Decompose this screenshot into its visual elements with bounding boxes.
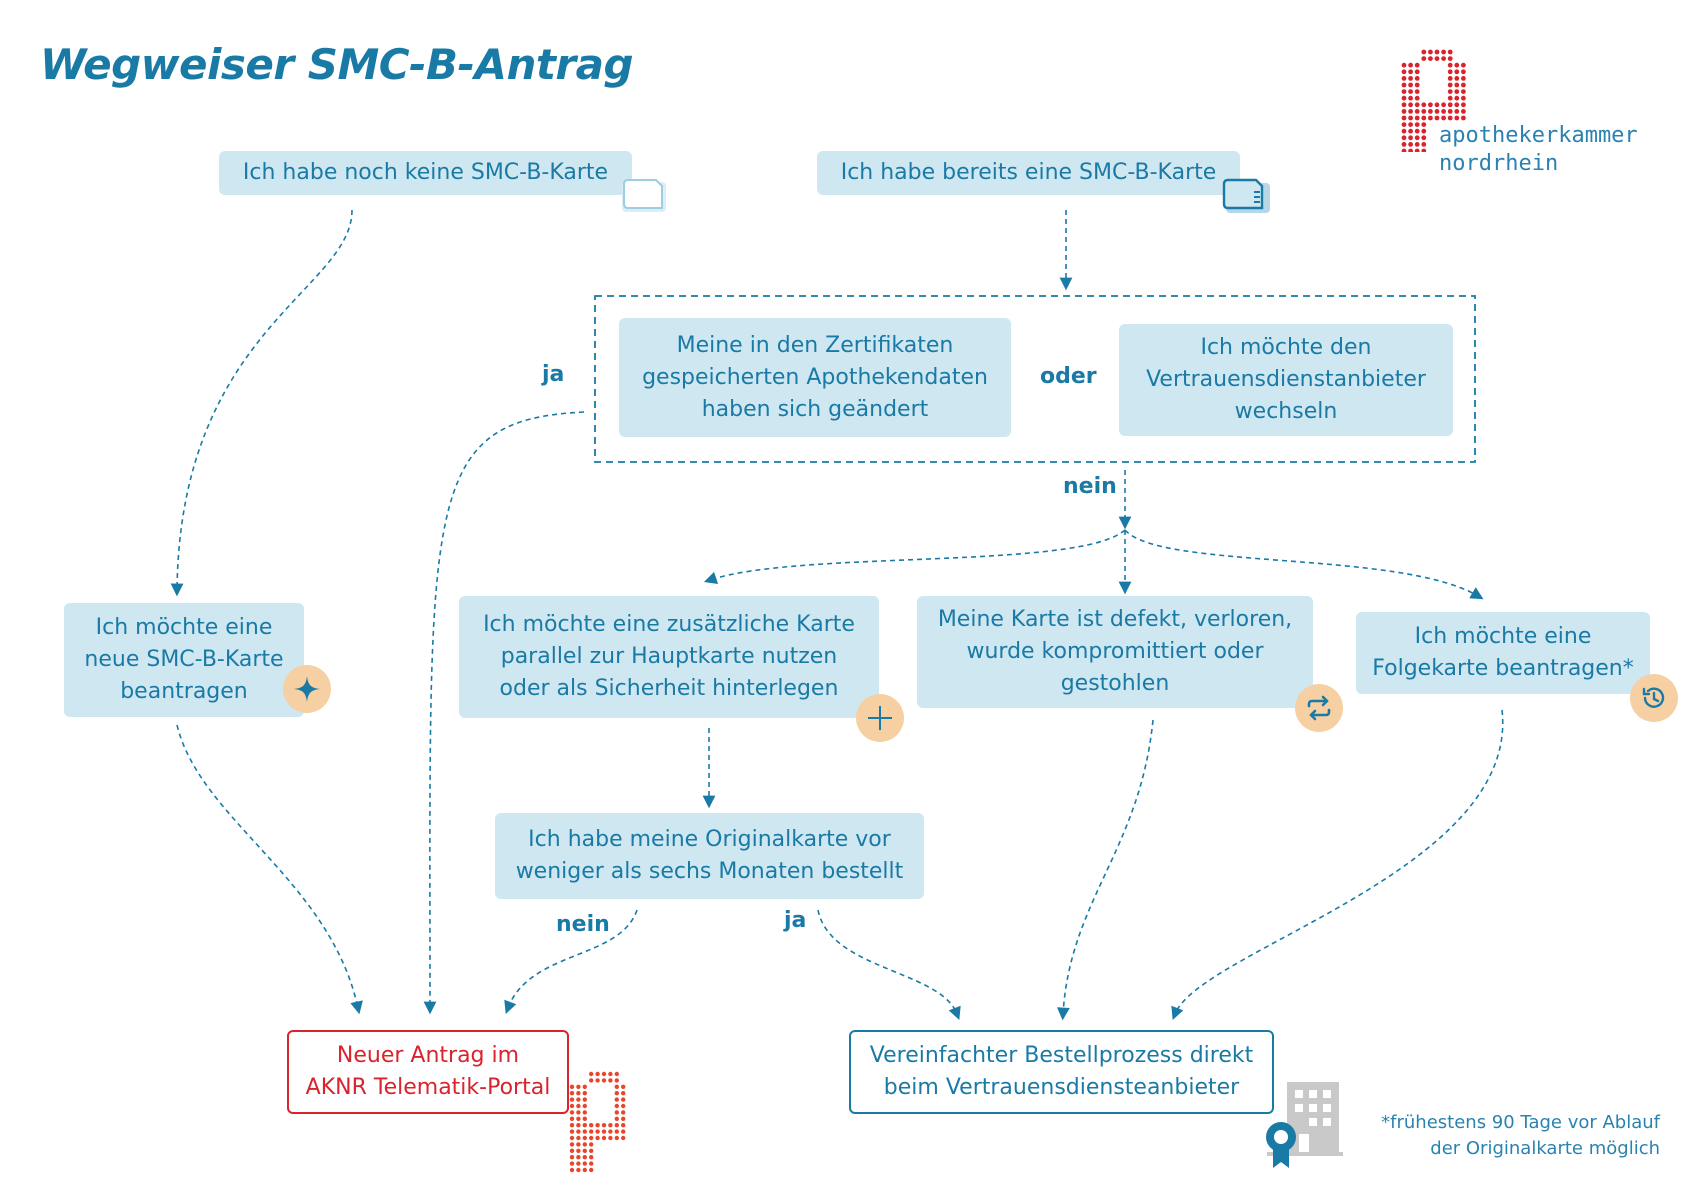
aknr-logo-small-icon [569,1071,626,1173]
footnote: *frühestens 90 Tage vor Ablauf der Origi… [1381,1110,1660,1162]
footnote-line-2: der Originalkarte möglich [1430,1138,1660,1159]
option-additional-card: Ich möchte eine zusätzliche Karte parall… [459,596,879,718]
swap-icon [1295,684,1343,732]
history-icon [1630,674,1678,722]
question-option-a: Meine in den Zertifikaten gespeicherten … [619,318,1011,437]
sub-question-yes-label: ja [784,908,807,933]
card-chip-icon [1222,178,1270,213]
start-has-card: Ich habe bereits eine SMC-B-Karte [817,151,1240,195]
outcome-vda: Vereinfachter Bestellprozess direkt beim… [849,1030,1274,1114]
building-certificate-icon [1266,1082,1343,1168]
question-no-label: nein [1063,474,1117,499]
option-defect-card: Meine Karte ist defekt, verloren, wurde … [917,596,1313,708]
sub-question: Ich habe meine Originalkarte vor weniger… [495,813,924,899]
aknr-logo-icon [1401,49,1466,152]
logo-line-2: nordrhein [1439,151,1559,176]
sparkle-icon [283,665,331,713]
question-option-b: Ich möchte den Vertrauensdienstanbieter … [1119,324,1453,436]
logo-wordmark: apothekerkammer nordrhein [1439,122,1638,178]
card-outline-icon [622,179,666,212]
question-connector: oder [1040,364,1097,389]
page-title: Wegweiser SMC-B-Antrag [40,40,634,89]
footnote-line-1: *frühestens 90 Tage vor Ablauf [1381,1112,1660,1133]
start-no-card: Ich habe noch keine SMC-B-Karte [219,151,632,195]
sub-question-no-label: nein [556,912,610,937]
plus-icon [856,694,904,742]
question-yes-label: ja [542,362,565,387]
logo-line-1: apothekerkammer [1439,123,1638,148]
option-followup-card: Ich möchte eine Folgekarte beantragen* [1356,612,1650,694]
option-new-card: Ich möchte eine neue SMC-B-Karte beantra… [64,603,304,717]
outcome-portal: Neuer Antrag im AKNR Telematik-Portal [287,1030,569,1114]
